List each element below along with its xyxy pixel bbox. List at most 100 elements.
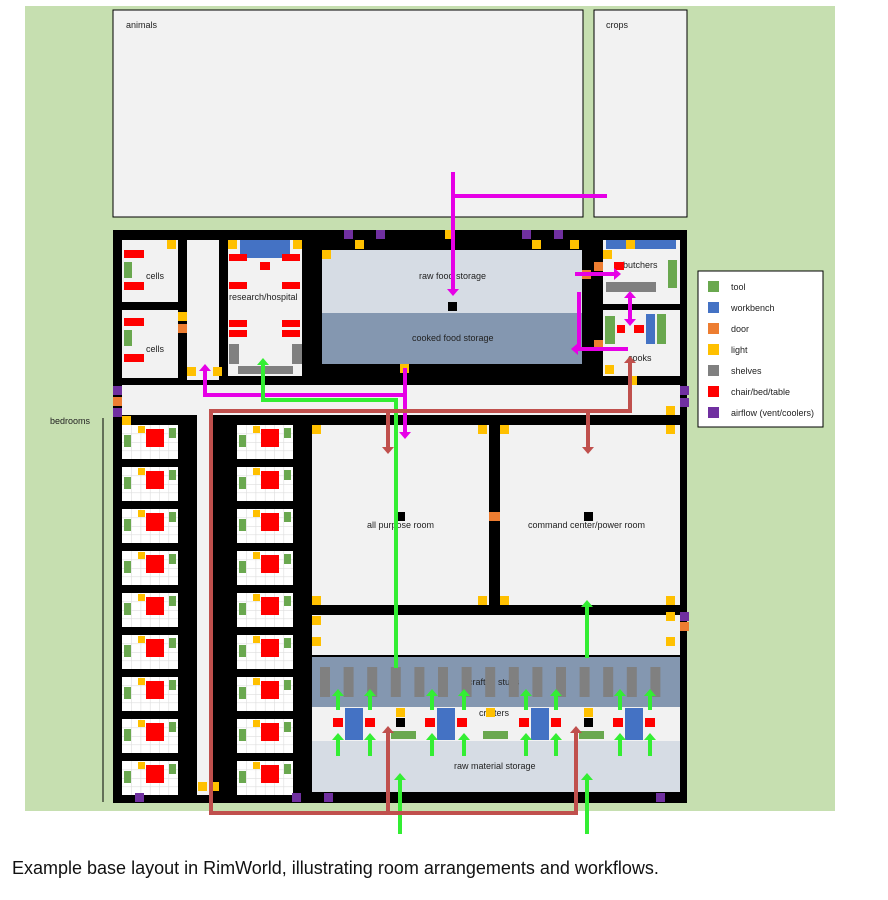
crafted-shelf [461,667,472,697]
crafter-workbench [531,708,549,740]
cell-light [178,312,187,321]
food-flow-arrowhead [571,343,578,355]
command-label: command center/power room [528,520,645,530]
bedroom-light [253,678,260,685]
bed [146,597,164,615]
cell-light [167,240,176,249]
crafted-shelf [414,667,425,697]
crafter-chair [365,718,375,727]
bedroom-floor-line [122,534,178,536]
cooked-food-storage [322,313,582,364]
airflow-vent [135,793,144,802]
storage-light [355,240,364,249]
bedroom-tool [284,512,291,522]
research-label: research/hospital [229,292,298,302]
bedroom-tool [124,561,131,573]
research-light [293,240,302,249]
cell-bed [124,354,144,362]
bedroom-tool [169,554,176,564]
material-flow-arrowhead [364,689,376,696]
material-flow-arrowhead [458,733,470,740]
worker-flow-arrowhead [570,726,582,733]
bedroom-floor-line [237,702,293,704]
cell-tool [124,262,132,278]
worker-flow-arrowhead [382,726,394,733]
corridor-light [312,637,321,646]
material-flow-arrowhead [458,689,470,696]
airflow-vent [554,230,563,239]
cell-tool [124,330,132,346]
crafter-chair [613,718,623,727]
material-flow-arrowhead [520,733,532,740]
base-layout-diagram: animals crops cells cells research/hospi… [25,6,835,834]
bed [261,597,279,615]
bedroom-light [138,468,145,475]
bedroom-tool [239,645,246,657]
research-bed [282,254,300,261]
bedroom-corridor [197,415,210,795]
bedroom-light [253,468,260,475]
cook-door [594,340,603,349]
bedroom-floor-line [122,450,178,452]
food-flow-arrowhead [624,291,636,298]
material-flow-arrowhead [426,733,438,740]
research-light [228,240,237,249]
legend-label: shelves [731,366,762,376]
bedroom-tool [169,470,176,480]
crafter-marker [584,718,593,727]
crafter-tool [391,731,416,739]
bedroom-tool [284,722,291,732]
bedroom-tool [284,764,291,774]
crops-label: crops [606,20,629,30]
bedroom-tool [239,729,246,741]
worker-flow-arrowhead [624,356,636,363]
research-bed [282,330,300,337]
research-bed [229,320,247,327]
bedroom-floor-line [122,618,178,620]
worker-flow-arrowhead [582,447,594,454]
crafter-chair [645,718,655,727]
butcher-table [614,262,624,270]
airflow-vent [680,386,689,395]
airflow-vent [292,793,301,802]
storage-shelf-marker [448,302,457,311]
legend-swatch [708,407,719,418]
bedroom-tool [239,561,246,573]
bed [261,681,279,699]
material-flow-arrowhead [364,733,376,740]
cell-bed [124,282,144,290]
research-bed [282,320,300,327]
research-table [260,262,270,270]
cook-workbench [646,314,655,344]
bedroom-light [138,636,145,643]
crafted-shelf [626,667,637,697]
bedroom-tool [284,638,291,648]
bedroom-floor-line [122,786,178,788]
crafter-light [396,708,405,717]
cells-top-label: cells [146,271,165,281]
bedroom-floor-line [237,492,293,494]
bedroom-tool [124,771,131,783]
bed [146,555,164,573]
crafted-shelf [485,667,496,697]
corridor-door [680,622,689,631]
bedroom-tool [169,428,176,438]
material-flow-arrowhead [581,600,593,607]
cook-light [605,365,614,374]
cell-door [178,324,187,333]
food-flow-line [203,368,407,435]
legend-label: light [731,345,748,355]
food-flow-line [577,292,628,351]
research-workbench [240,240,290,258]
bedroom-tool [239,435,246,447]
cell-light [187,367,196,376]
storage-light [532,240,541,249]
corridor-light [198,782,207,791]
bedroom-light [138,552,145,559]
crafted-shelf [438,667,448,697]
airflow-vent [656,793,665,802]
legend-label: workbench [730,303,775,313]
cook-chair [617,325,625,333]
bedroom-floor-line [237,576,293,578]
bedroom-tool [124,687,131,699]
